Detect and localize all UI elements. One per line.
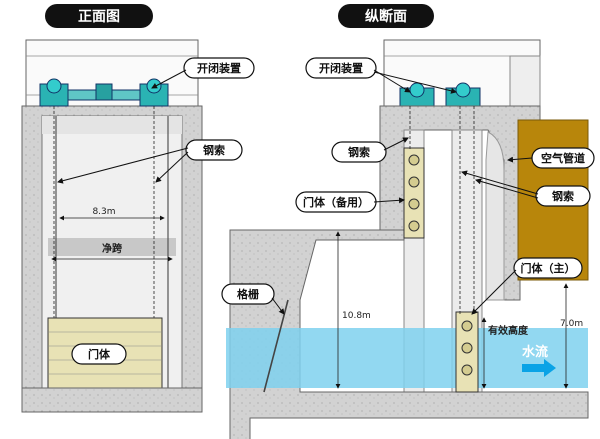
gate-main-label: 门体（主） [521,261,576,275]
section-cable-right-label: 钢索 [552,189,574,203]
front-cable-callout [185,139,243,161]
section-cable-left-callout [331,141,387,163]
gate-main-callout [513,257,583,279]
section-title-badge [338,4,434,28]
section-height-dim: 10.8m [342,311,371,321]
flow-label: 水流 [522,344,548,360]
spare-gate [403,147,425,239]
section-hoist-label: 开闭装置 [319,61,363,75]
section-view: 纵断面 [221,4,595,439]
air-pipe-label: 空气管道 [541,151,585,165]
front-gate-callout [71,343,127,365]
front-cable-label: 钢索 [203,143,225,157]
section-hoist-callout [305,57,377,79]
front-hoist-callout [183,57,255,79]
front-view: 正面图 8.3m 净跨 [21,4,255,413]
clear-span-band [48,238,176,256]
section-7m-dim: 7.0m [560,319,583,329]
water-body [226,328,588,388]
section-cable-right-callout [535,185,591,207]
front-hoist-label: 开闭装置 [197,61,241,75]
flow-arrow-icon [522,359,556,377]
front-hoist-machine [39,78,169,107]
gate-spare-label: 门体（备用） [303,195,369,209]
section-title: 纵断面 [365,8,407,25]
front-width-dim: 8.3m [92,207,115,217]
front-gate-label: 门体 [88,347,111,361]
front-title-badge [45,4,153,28]
section-cable-left-label: 钢索 [348,145,370,159]
main-gate [455,311,479,393]
effective-height-label: 有效高度 [488,324,529,337]
screen-callout [221,283,275,305]
screen-label: 格栅 [237,287,259,301]
front-clear-span: 净跨 [102,242,123,255]
front-title: 正面图 [78,9,120,25]
